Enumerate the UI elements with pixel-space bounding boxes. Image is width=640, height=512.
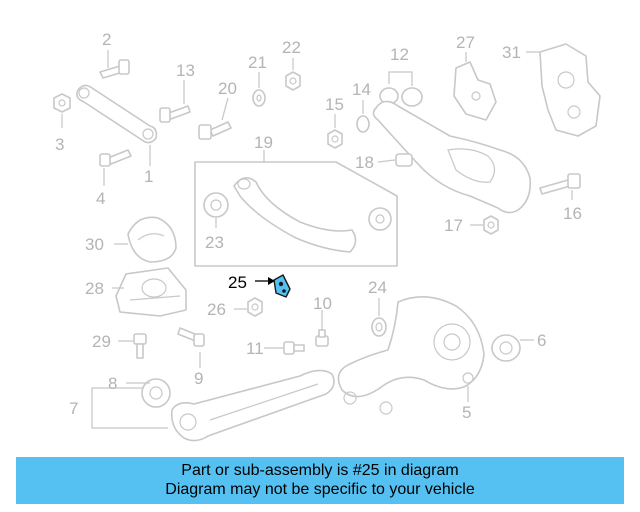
part-10-bolt [315, 329, 329, 347]
part-31-mount [539, 43, 601, 137]
callout-31: 31 [502, 43, 521, 62]
part-29-bolt [133, 333, 147, 359]
part-30-bump-stop [127, 216, 177, 263]
part-14-washer [356, 115, 370, 133]
part-18-bolt [395, 153, 413, 167]
parts-diagram: 1 2 3 4 5 6 7 8 9 10 11 12 13 14 15 16 1… [53, 30, 601, 442]
callout-4: 4 [96, 189, 105, 208]
callout-24: 24 [368, 278, 387, 297]
info-banner: Part or sub-assembly is #25 in diagram D… [16, 457, 624, 504]
callout-14: 14 [352, 80, 371, 99]
callout-12: 12 [390, 45, 409, 64]
callout-13: 13 [176, 61, 195, 80]
callout-25-arrow [255, 277, 275, 285]
callout-23: 23 [205, 233, 224, 252]
callout-26: 26 [207, 300, 226, 319]
callout-6: 6 [537, 331, 546, 350]
callout-1: 1 [144, 167, 153, 186]
part-25-highlighted[interactable] [273, 274, 291, 298]
part-24-washer [371, 317, 387, 337]
part-6-bushing [491, 334, 521, 362]
callout-17: 17 [444, 216, 463, 235]
callout-11: 11 [246, 339, 264, 358]
callout-16: 16 [563, 204, 582, 223]
callout-8: 8 [108, 374, 117, 393]
callout-18: 18 [355, 153, 374, 172]
part-9-bolt [177, 327, 205, 347]
callout-numbers: 1 2 3 4 5 6 7 8 9 10 11 12 13 14 15 16 1… [55, 30, 582, 422]
part-11-bolt [283, 341, 305, 355]
part-20-bolt [198, 121, 232, 140]
part-19-upper-arm-group [194, 161, 398, 267]
part-12-bushings [379, 87, 423, 107]
part-4-bolt [99, 149, 132, 167]
callout-15: 15 [325, 95, 344, 114]
part-8-bushing [141, 378, 171, 408]
part-3-nut [53, 93, 71, 113]
banner-line-1: Part or sub-assembly is #25 in diagram [181, 462, 459, 479]
part-16-bolt [539, 173, 581, 195]
callout-21: 21 [248, 53, 267, 72]
callout-3: 3 [55, 135, 64, 154]
part-21-washer [252, 89, 266, 107]
callout-28: 28 [85, 279, 104, 298]
part-28-mount [115, 267, 187, 317]
callout-2: 2 [102, 30, 111, 49]
callout-25-highlighted: 25 [228, 273, 247, 292]
part-1-lateral-arm [76, 84, 158, 144]
callout-29: 29 [92, 332, 111, 351]
part-22-nut [285, 71, 301, 91]
callout-10: 10 [313, 294, 332, 313]
callout-5: 5 [462, 403, 471, 422]
part-lower-control-arm [372, 100, 532, 214]
callout-27: 27 [456, 33, 475, 52]
callout-20: 20 [218, 79, 237, 98]
callout-9: 9 [194, 369, 203, 388]
part-5-knuckle [337, 296, 485, 415]
part-27-bracket [453, 61, 497, 121]
part-26-nut [247, 297, 263, 317]
callout-30: 30 [85, 235, 104, 254]
part-15-nut [327, 129, 343, 149]
callout-7: 7 [69, 399, 78, 418]
banner-line-2: Diagram may not be specific to your vehi… [165, 481, 475, 498]
callout-19: 19 [254, 133, 273, 152]
callout-22: 22 [282, 38, 301, 57]
part-7-trailing-arm [170, 369, 335, 442]
part-13-bolt [159, 105, 191, 123]
part-2-bolt [99, 59, 130, 79]
part-17-nut [483, 215, 499, 235]
leader-lines [61, 50, 573, 429]
